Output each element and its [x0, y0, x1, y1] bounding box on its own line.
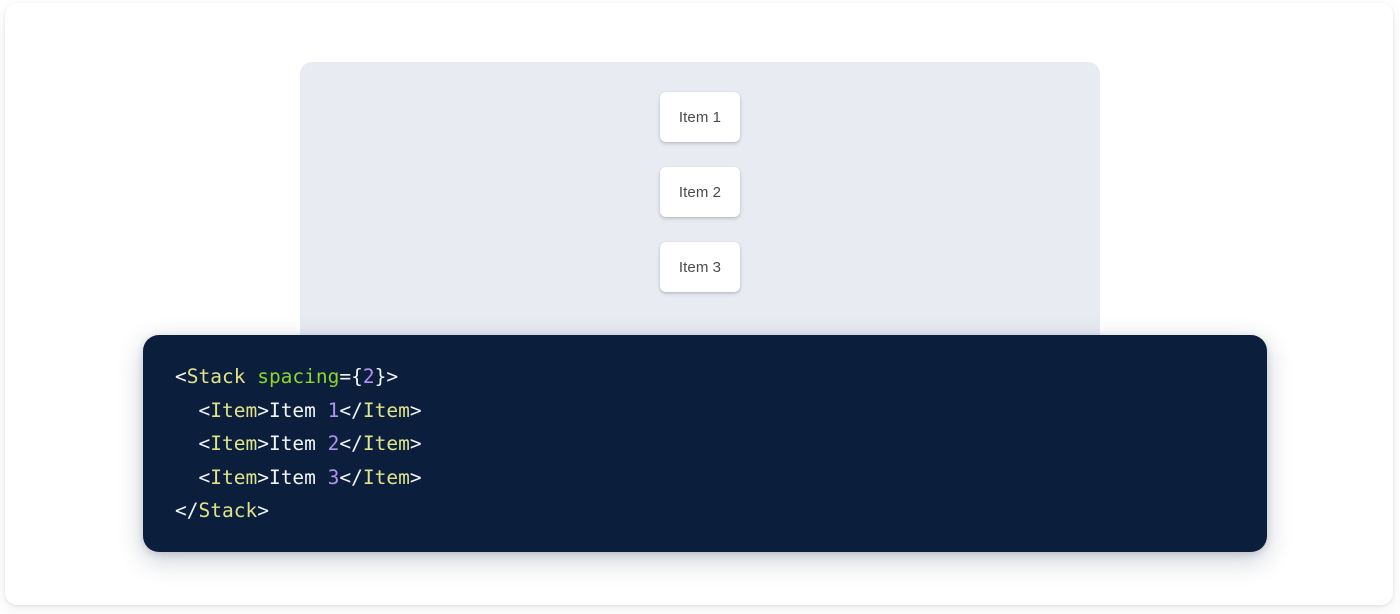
list-item[interactable]: Item 2	[660, 167, 740, 217]
component-preview-panel: Item 1 Item 2 Item 3	[300, 62, 1100, 352]
stack-container: Item 1 Item 2 Item 3	[300, 92, 1100, 292]
code-token-punct: </	[339, 398, 363, 422]
code-token-num: 1	[327, 398, 340, 422]
code-token-punct: <	[198, 465, 211, 489]
code-token-text	[245, 365, 257, 388]
code-token-tag: Item	[362, 432, 410, 456]
code-token-tag: Item	[210, 398, 258, 422]
code-token-punct: >	[257, 499, 269, 523]
code-token-text: Item	[268, 465, 328, 489]
code-token-num: 3	[327, 465, 340, 489]
code-body: <Stack spacing={2}> <Item>Item 1</Item> …	[175, 365, 422, 522]
code-token-tag: Stack	[198, 499, 258, 523]
list-item-label: Item 2	[678, 183, 722, 201]
code-token-text: Item	[268, 432, 328, 456]
list-item-label: Item 1	[678, 108, 722, 126]
code-token-tag: Stack	[186, 365, 246, 388]
code-token-tag: Item	[362, 398, 410, 422]
code-token-punct: >	[409, 432, 422, 456]
code-snippet: <Stack spacing={2}> <Item>Item 1</Item> …	[175, 360, 1267, 528]
code-token-punct: >	[257, 398, 269, 422]
code-token-punct: >	[257, 465, 269, 489]
code-token-punct: }>	[374, 365, 399, 388]
code-token-punct: >	[257, 432, 269, 456]
code-token-attr: spacing	[257, 365, 340, 388]
code-token-punct: >	[409, 398, 422, 422]
list-item[interactable]: Item 3	[660, 242, 740, 292]
component-demo-card: Item 1 Item 2 Item 3 <Stack spacing={2}>…	[5, 3, 1393, 605]
code-token-num: 2	[327, 432, 340, 456]
code-snippet-panel[interactable]: <Stack spacing={2}> <Item>Item 1</Item> …	[143, 335, 1267, 552]
code-token-text: Item	[268, 398, 328, 422]
code-token-punct: ={	[339, 365, 363, 388]
code-token-punct: <	[175, 365, 187, 388]
code-token-punct: <	[198, 398, 211, 422]
code-token-punct: <	[198, 432, 211, 456]
code-token-tag: Item	[210, 432, 258, 456]
list-item[interactable]: Item 1	[660, 92, 740, 142]
code-token-punct: >	[409, 465, 422, 489]
list-item-label: Item 3	[678, 258, 722, 276]
code-token-punct: </	[339, 432, 363, 456]
code-token-punct: </	[339, 465, 363, 489]
code-token-num: 2	[362, 365, 375, 388]
code-token-tag: Item	[362, 465, 410, 489]
code-token-tag: Item	[210, 465, 258, 489]
code-token-punct: </	[175, 499, 199, 523]
